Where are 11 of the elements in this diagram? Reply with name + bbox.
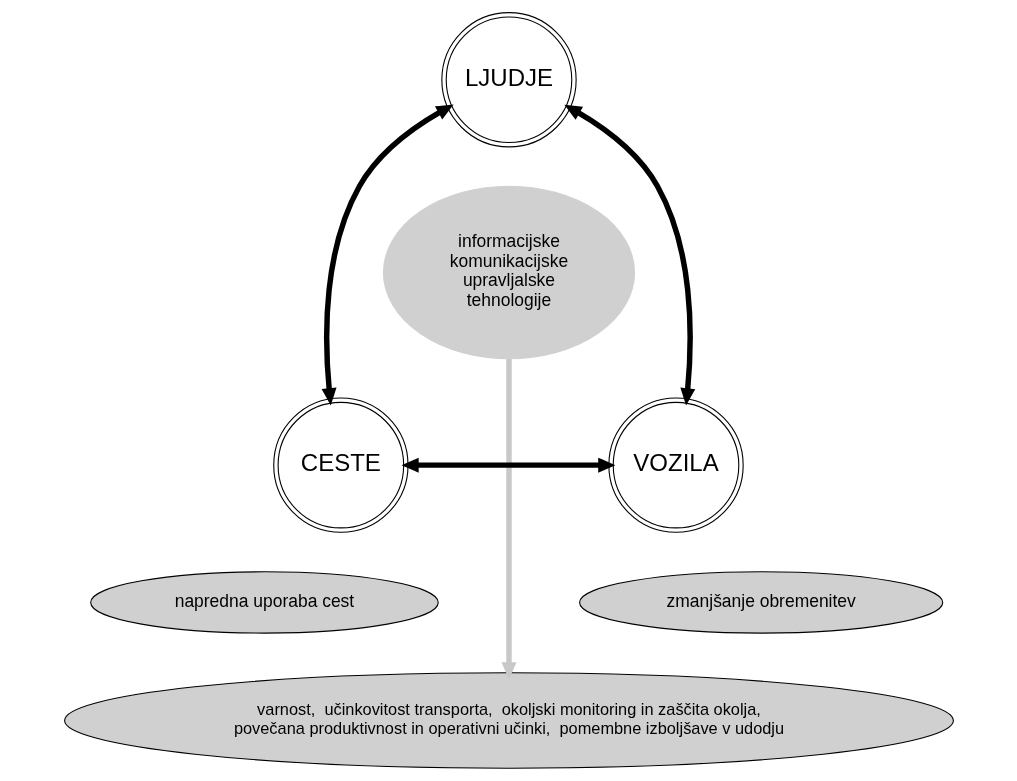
arrow — [500, 359, 517, 680]
node-circle: VOZILA — [607, 397, 744, 533]
arrow — [401, 457, 615, 473]
node-ellipse: zmanjšanje obremenitev — [578, 571, 943, 634]
node-ellipse: varnost, učinkovitost transporta, okoljski monitoring in zaščita okolja, povečana produktivnost in operativni učinki, pomembne izboljšave v udodju — [63, 672, 954, 769]
node-ellipse: napredna uporaba cest — [89, 571, 439, 634]
arrow — [563, 104, 695, 406]
node-circle: CESTE — [272, 397, 409, 533]
node-ellipse: informacijske komunikacijske upravljalske tehnologije — [382, 185, 635, 360]
node-circle: LJUDJE — [440, 12, 577, 148]
arrow — [321, 104, 454, 406]
